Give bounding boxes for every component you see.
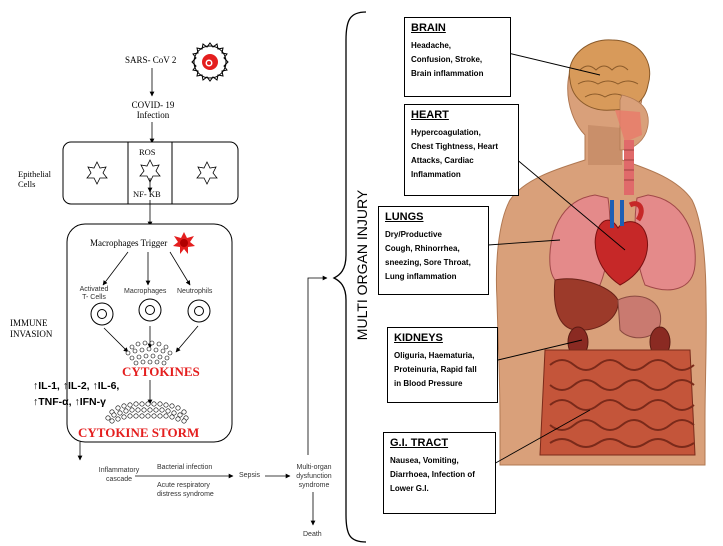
- organ-box-heart: HEART Hypercoagulation, Chest Tightness,…: [404, 104, 519, 196]
- brain-icon: [568, 39, 651, 111]
- inflammatory-line-2: cascade: [105, 476, 133, 483]
- symptom-line: Hypercoagulation,: [411, 128, 481, 137]
- infection-line-1: COVID- 19: [131, 100, 175, 110]
- macrophages-trigger-label: Macrophages Trigger: [90, 238, 168, 248]
- organ-symptoms: Hypercoagulation, Chest Tightness, Heart…: [411, 126, 512, 182]
- organ-box-kidneys: KIDNEYS Oliguria, Haematuria, Proteinuri…: [387, 327, 498, 403]
- symptom-line: Confusion, Stroke,: [411, 55, 483, 64]
- immune-line-2: INVASION: [10, 329, 53, 339]
- markers-line-1: ↑IL-1, ↑IL-2, ↑IL-6,: [33, 380, 120, 392]
- cytokine-dots: [125, 340, 173, 366]
- inflammatory-cascade-label: Inflammatory cascade: [94, 466, 144, 484]
- immune-line-1: IMMUNE: [10, 318, 48, 328]
- symptom-line: Nausea, Vomiting,: [390, 456, 459, 465]
- symptom-line: sneezing, Sore Throat,: [385, 258, 471, 267]
- epithelial-line-2: Cells: [18, 179, 36, 189]
- cytokine-storm-label: CYTOKINE STORM: [78, 425, 200, 440]
- cytokines-label: CYTOKINES: [122, 364, 200, 379]
- ros-label: ROS: [139, 147, 156, 157]
- death-label: Death: [303, 531, 322, 538]
- organ-box-gi-tract: G.I. TRACT Nausea, Vomiting, Diarrhoea, …: [383, 432, 496, 514]
- mods-label: Multi-organ dysfunction syndrome: [292, 463, 336, 490]
- symptom-line: Attacks, Cardiac: [411, 156, 474, 165]
- inflammatory-line-1: Inflammatory: [98, 467, 140, 474]
- curly-brace: [332, 11, 367, 543]
- symptom-line: Diarrhoea, Infection of: [390, 470, 475, 479]
- symptom-line: Proteinuria, Rapid fall: [394, 365, 477, 374]
- organ-symptoms: Dry/Productive Cough, Rhinorrhea, sneezi…: [385, 228, 482, 284]
- markers-line-2: ↑TNF-α, ↑IFN-γ: [33, 396, 106, 408]
- symptom-line: Brain inflammation: [411, 69, 484, 78]
- organ-symptoms: Headache, Confusion, Stroke, Brain infla…: [411, 39, 504, 81]
- activated-line-1: Activated: [79, 286, 109, 293]
- activated-tcells-label: Activated T- Cells: [76, 286, 112, 302]
- organ-symptoms: Oliguria, Haematuria, Proteinuria, Rapid…: [394, 349, 491, 391]
- symptom-line: Chest Tightness, Heart: [411, 142, 498, 151]
- virus-label: SARS- CoV 2: [125, 55, 177, 65]
- bacterial-infection-label: Bacterial infection: [157, 464, 213, 471]
- organ-title: KIDNEYS: [394, 332, 443, 344]
- nfkb-label: NF- KB: [133, 189, 161, 199]
- epithelial-line-1: Epithelial: [18, 169, 52, 179]
- ards-line-1: Acute respiratory: [157, 482, 210, 489]
- symptom-line: Dry/Productive: [385, 230, 442, 239]
- symptom-line: Oliguria, Haematuria,: [394, 351, 475, 360]
- ards-label: Acute respiratory distress syndrome: [157, 481, 214, 499]
- virus-icon: [191, 42, 229, 82]
- immune-cell-icon: [90, 298, 211, 326]
- macrophages-label: Macrophages: [124, 288, 167, 295]
- mods-line-1: Multi-organ: [296, 464, 332, 471]
- symptom-line: in Blood Pressure: [394, 379, 463, 388]
- cytokine-markers: ↑IL-1, ↑IL-2, ↑IL-6, ↑TNF-α, ↑IFN-γ: [33, 378, 119, 410]
- mods-line-2: dysfunction: [296, 473, 332, 480]
- symptom-line: Lung inflammation: [385, 272, 457, 281]
- epithelial-label: Epithelial Cells: [18, 169, 51, 189]
- cytokine-storm-dots: [105, 401, 189, 424]
- intestines-icon: [539, 349, 696, 456]
- ards-line-2: distress syndrome: [157, 491, 214, 498]
- symptom-line: Lower G.I.: [390, 484, 429, 493]
- mods-line-3: syndrome: [298, 482, 330, 489]
- organ-title: HEART: [411, 109, 449, 121]
- symptom-line: Inflammation: [411, 170, 461, 179]
- immune-invasion-label: IMMUNE INVASION: [10, 318, 52, 340]
- organ-symptoms: Nausea, Vomiting, Diarrhoea, Infection o…: [390, 454, 489, 496]
- symptom-line: Cough, Rhinorrhea,: [385, 244, 460, 253]
- activated-line-2: T- Cells: [82, 294, 106, 301]
- infection-label: COVID- 19 Infection: [127, 100, 179, 120]
- organ-box-brain: BRAIN Headache, Confusion, Stroke, Brain…: [404, 17, 511, 97]
- neutrophils-label: Neutrophils: [177, 288, 213, 295]
- symptom-line: Headache,: [411, 41, 452, 50]
- organ-title: BRAIN: [411, 22, 446, 34]
- lungs-icon: [549, 194, 696, 291]
- sepsis-label: Sepsis: [239, 472, 261, 479]
- organ-box-lungs: LUNGS Dry/Productive Cough, Rhinorrhea, …: [378, 206, 489, 295]
- trigger-star-icon: [173, 232, 195, 254]
- organ-title: LUNGS: [385, 211, 424, 223]
- infection-line-2: Infection: [136, 110, 170, 120]
- organ-title: G.I. TRACT: [390, 437, 449, 449]
